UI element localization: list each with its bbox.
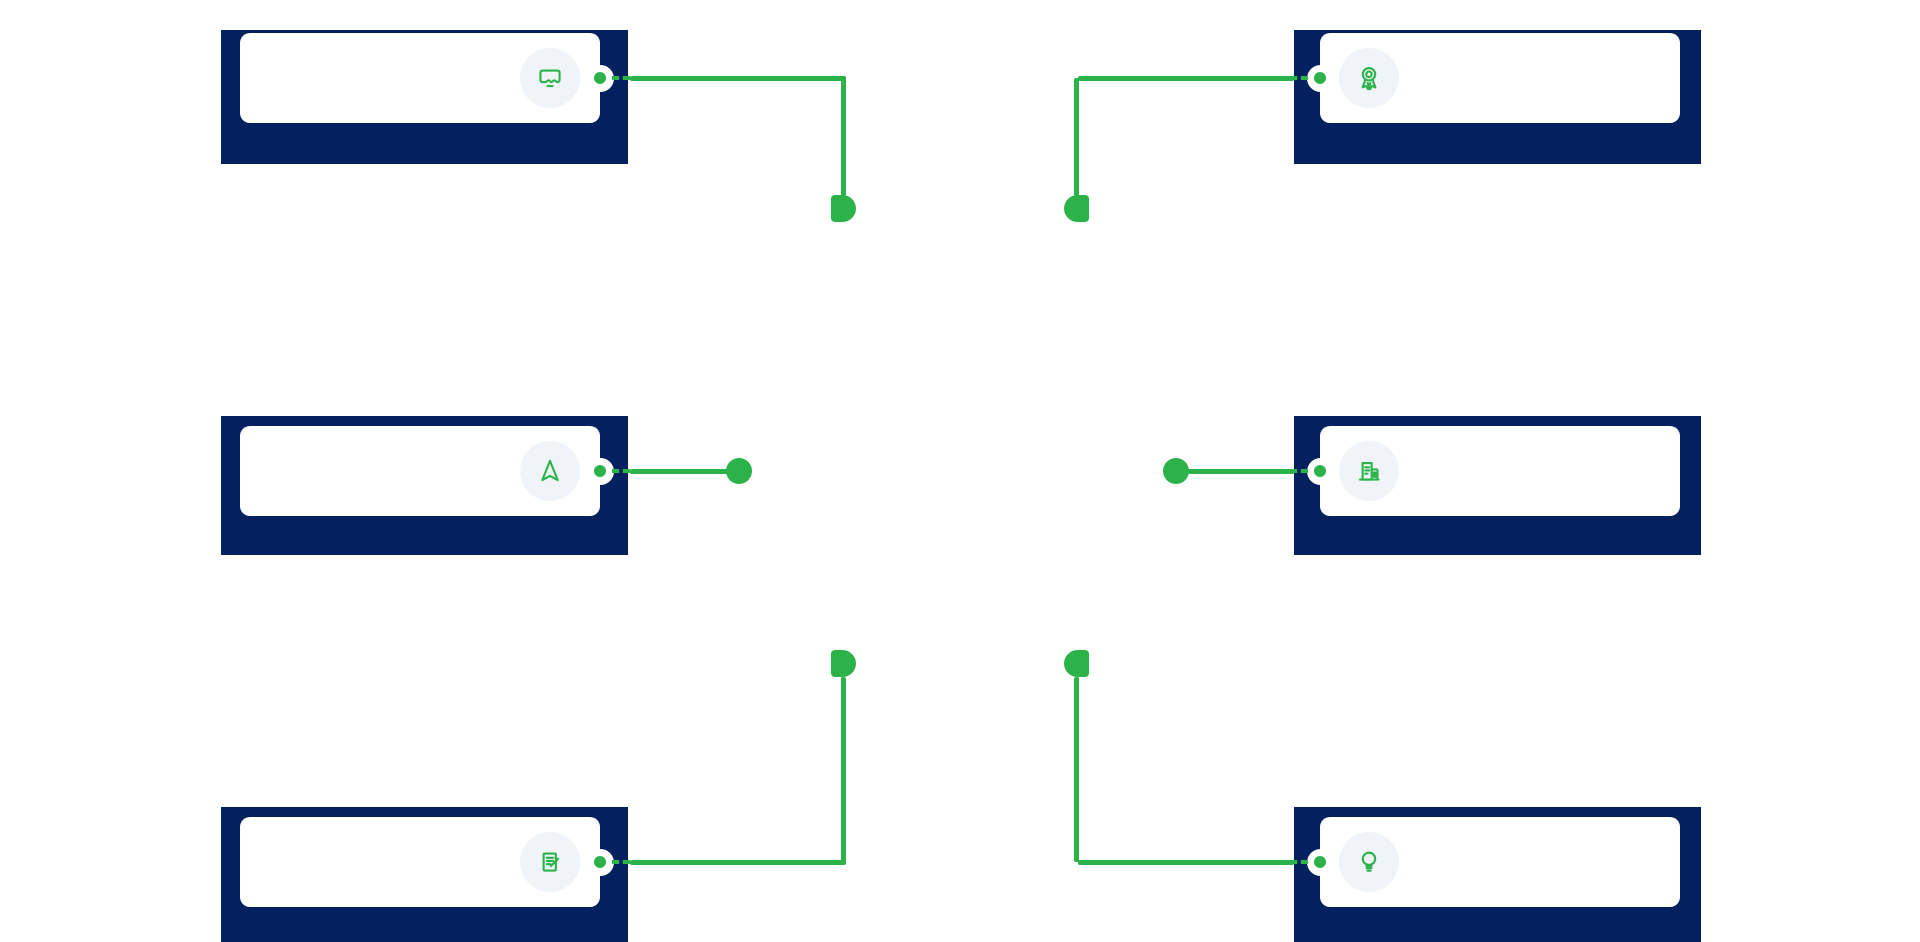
- corner-notch: [238, 424, 249, 435]
- connector-port: [1306, 457, 1334, 485]
- corner-notch: [238, 815, 249, 826]
- port-dot: [1314, 465, 1326, 477]
- corner-notch: [1671, 31, 1682, 42]
- node-card: [238, 424, 614, 516]
- connector-line: [1078, 859, 1294, 865]
- corner-notch: [1671, 424, 1682, 435]
- connector-port: [1306, 64, 1334, 92]
- port-dot: [1314, 856, 1326, 868]
- port-dot: [594, 72, 606, 84]
- connector-end-marker: [1163, 458, 1189, 484]
- icon-circle: [520, 441, 580, 501]
- connector-port: [586, 64, 614, 92]
- connector-port: [1306, 848, 1334, 876]
- connector-end-marker: [1064, 650, 1089, 677]
- node-card: [1306, 424, 1682, 516]
- connector-line: [630, 468, 728, 474]
- connector-dashed-segment: [1290, 469, 1308, 473]
- node-card: [238, 815, 614, 907]
- port-dot: [594, 856, 606, 868]
- screen-wave-icon: [539, 69, 561, 88]
- connector-dashed-segment: [1290, 860, 1308, 864]
- connector-dashed-segment: [612, 469, 630, 473]
- connector-line: [1074, 78, 1079, 196]
- navigation-arrow-icon: [541, 459, 559, 482]
- connector-line: [1074, 677, 1079, 862]
- icon-circle: [520, 832, 580, 892]
- connector-end-marker: [726, 458, 752, 484]
- connector-end-marker: [831, 195, 856, 222]
- connector-dashed-segment: [1290, 76, 1308, 80]
- connector-port: [586, 848, 614, 876]
- connector-line: [1188, 468, 1294, 474]
- lightbulb-icon: [1361, 851, 1377, 872]
- connector-line: [630, 75, 846, 81]
- connector-end-marker: [831, 650, 856, 677]
- icon-circle: [1339, 441, 1399, 501]
- icon-circle: [1339, 832, 1399, 892]
- award-medal-icon: [1361, 67, 1377, 91]
- connector-dashed-segment: [612, 860, 630, 864]
- port-dot: [1314, 72, 1326, 84]
- connector-port: [586, 457, 614, 485]
- connector-line: [1078, 75, 1294, 81]
- icon-circle: [520, 48, 580, 108]
- node-card: [1306, 815, 1682, 907]
- connector-end-marker: [1064, 195, 1089, 222]
- document-edit-icon: [542, 852, 560, 872]
- node-card: [1306, 31, 1682, 123]
- connector-dashed-segment: [612, 76, 630, 80]
- corner-notch: [238, 31, 249, 42]
- port-dot: [594, 465, 606, 477]
- connector-line: [841, 78, 846, 196]
- office-building-icon: [1358, 461, 1380, 481]
- connector-line: [630, 859, 846, 865]
- node-card: [238, 31, 614, 123]
- icon-circle: [1339, 48, 1399, 108]
- connector-line: [841, 677, 846, 862]
- corner-notch: [1671, 815, 1682, 826]
